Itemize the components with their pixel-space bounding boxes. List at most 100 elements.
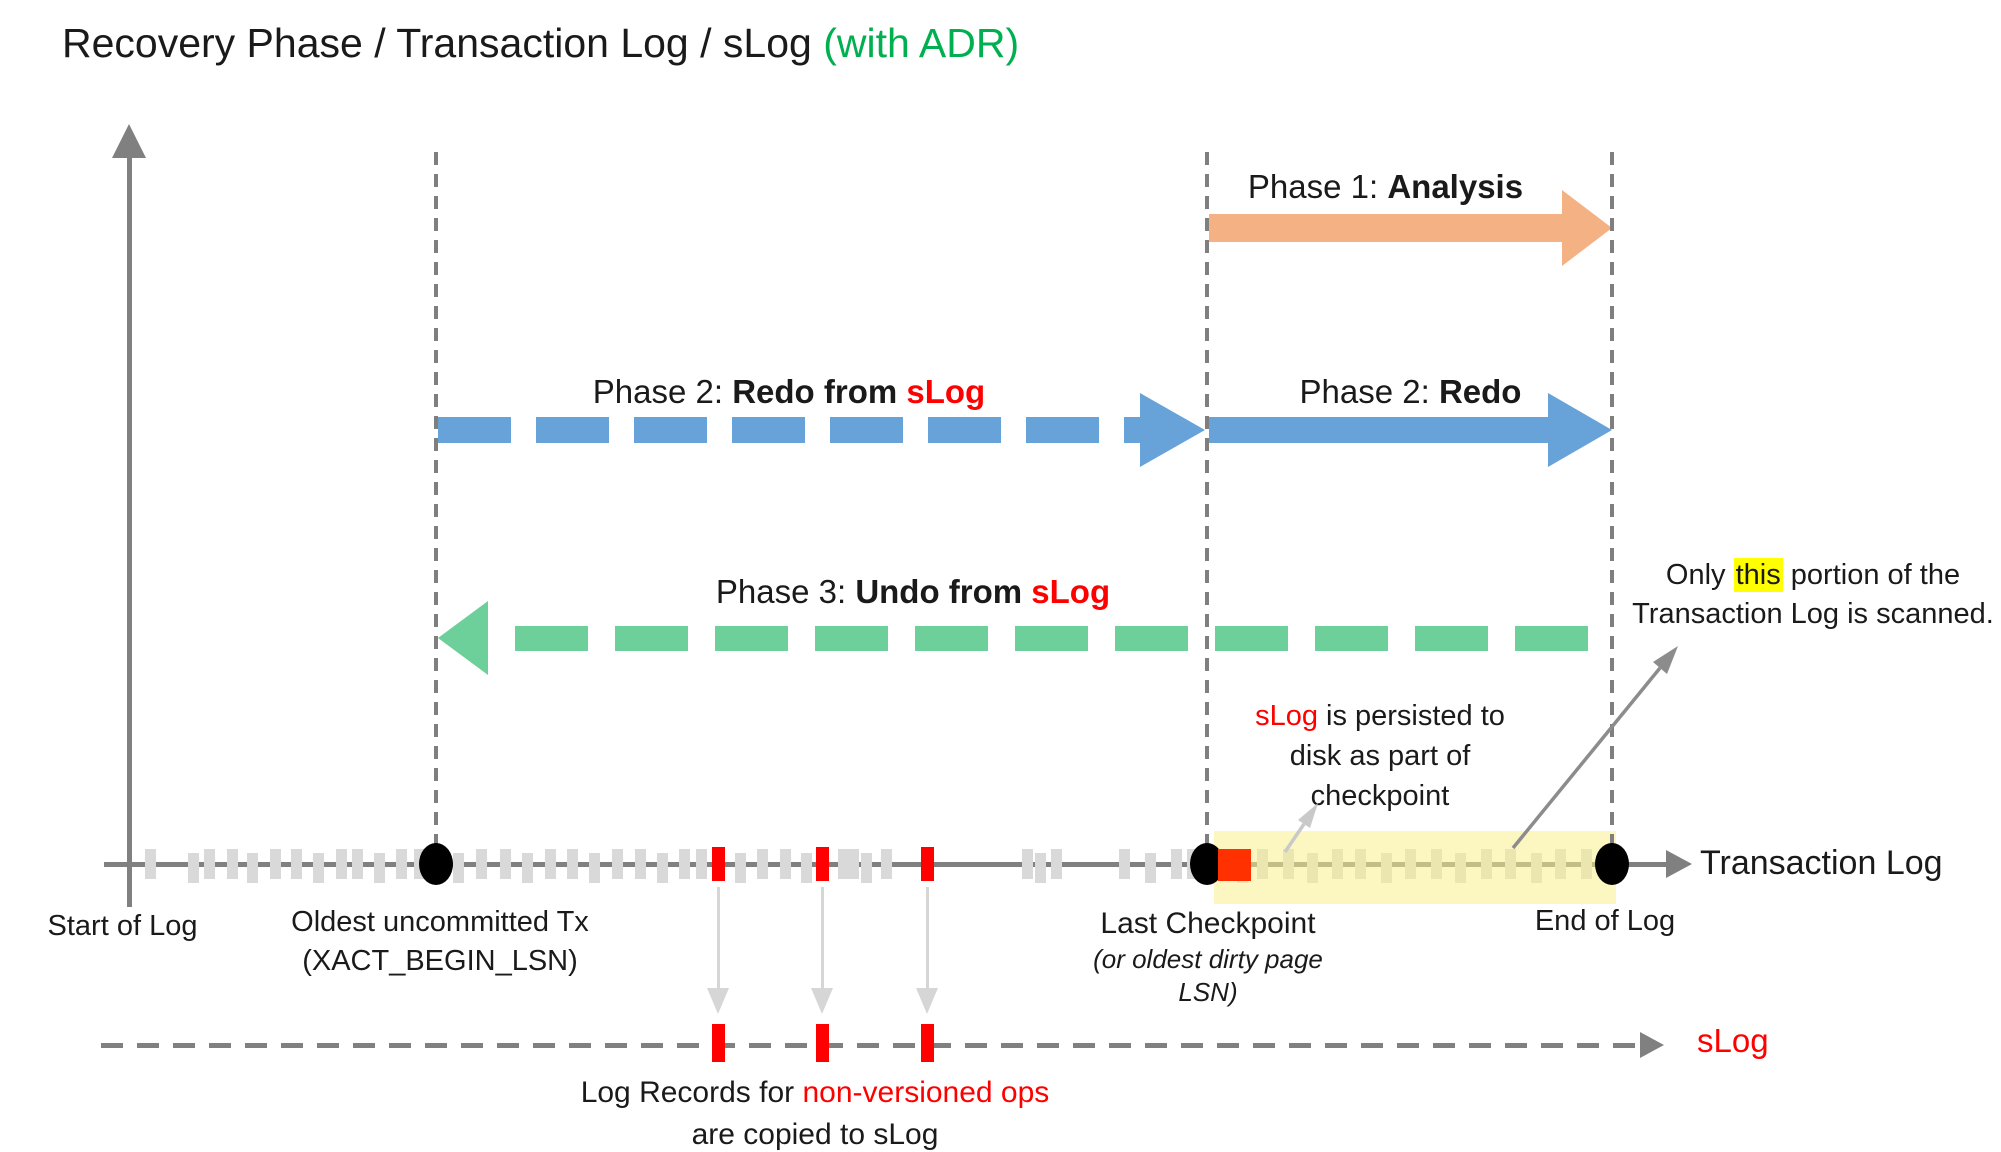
phase2-name: Redo — [1438, 373, 1522, 410]
log-record-tick — [635, 849, 646, 879]
note-scanned-line1: Only this portion of the — [1625, 556, 2001, 595]
phase2-redo-from-slog-arrow — [438, 417, 1140, 443]
log-record-tick — [291, 849, 302, 879]
phase3-target: sLog — [1031, 573, 1111, 610]
log-record-tick — [657, 853, 668, 883]
note-persist-line1: sLog is persisted to — [1235, 696, 1525, 736]
phase1-label: Phase 1: Analysis — [1209, 168, 1562, 206]
log-record-tick — [545, 849, 556, 879]
caption-line1: Log Records for non-versioned ops — [520, 1072, 1110, 1114]
log-record-tick — [396, 849, 407, 879]
title-adr-suffix: (with ADR) — [823, 20, 1020, 66]
label-oldest-uncommitted-tx: Oldest uncommitted Tx (XACT_BEGIN_LSN) — [240, 903, 640, 981]
copy-to-slog-arrow-line — [926, 887, 929, 988]
dot-end-of-log — [1595, 843, 1629, 885]
note-persist-rest: is persisted to — [1317, 700, 1505, 732]
note-scanned-line2: Transaction Log is scanned. — [1632, 598, 1994, 630]
log-record-tick — [522, 853, 533, 883]
label-last-checkpoint-sub2: LSN) — [1178, 977, 1238, 1007]
caption-line2: are copied to sLog — [691, 1118, 939, 1151]
log-record-tick — [453, 853, 464, 883]
caption-log-records: Log Records for non-versioned ops are co… — [520, 1072, 1110, 1152]
log-record-tick — [838, 849, 849, 879]
phase2-slog-prefix: Phase 2: — [592, 373, 733, 410]
log-record-tick — [881, 849, 892, 879]
phase1-analysis-arrow — [1209, 214, 1562, 242]
log-record-tick — [589, 853, 600, 883]
log-record-tick — [1035, 853, 1046, 883]
log-record-tick — [313, 853, 324, 883]
log-record-tick — [500, 849, 511, 879]
log-record-tick — [227, 849, 238, 879]
slog-arrowhead-icon — [1640, 1032, 1664, 1058]
arrow-to-scanned-note-head-icon — [1653, 646, 1678, 674]
phase3-undo-from-slog-arrow — [488, 626, 1612, 651]
checkpoint-slog-record-marker — [1218, 849, 1251, 881]
note-persist-line3: checkpoint — [1310, 780, 1450, 812]
phase3-label: Phase 3: Undo from sLog — [438, 573, 1388, 611]
log-record-tick — [567, 849, 578, 879]
log-record-tick — [861, 853, 872, 883]
phase2-prefix: Phase 2: — [1299, 373, 1439, 410]
title-main: Recovery Phase / Transaction Log / sLog — [62, 20, 824, 66]
copy-to-slog-arrowhead-icon — [811, 988, 833, 1014]
log-record-tick — [204, 849, 215, 879]
phase2-slog-action: Redo from — [732, 373, 907, 410]
log-record-tick — [780, 849, 791, 879]
log-record-tick — [848, 849, 859, 879]
label-end-of-log: End of Log — [1534, 905, 1676, 937]
label-oldest-tx-line1: Oldest uncommitted Tx — [291, 906, 589, 938]
transaction-log-arrowhead-icon — [1666, 850, 1692, 878]
phase2-slog-label: Phase 2: Redo from sLog — [438, 373, 1140, 411]
log-record-tick — [270, 849, 281, 879]
phase3-undo-arrowhead-icon — [438, 601, 488, 675]
log-record-tick — [1051, 849, 1062, 879]
log-record-tick — [757, 849, 768, 879]
page-title: Recovery Phase / Transaction Log / sLog … — [62, 20, 1019, 67]
arrow-to-scanned-note-line — [1511, 666, 1662, 850]
copy-to-slog-arrowhead-icon — [916, 988, 938, 1014]
log-record-tick — [612, 849, 623, 879]
scanned-portion-highlight — [1214, 831, 1616, 904]
copy-to-slog-arrowhead-icon — [707, 988, 729, 1014]
note-scanned-portion: Only this portion of the Transaction Log… — [1625, 556, 2001, 634]
phase2-redo-arrow — [1209, 417, 1548, 443]
note-persist-line2: disk as part of — [1289, 740, 1471, 772]
phase3-prefix: Phase 3: — [715, 573, 856, 610]
non-versioned-op-tick — [921, 847, 934, 881]
slog-line — [101, 1043, 1640, 1048]
note-scanned-post: portion of the — [1782, 559, 1961, 591]
phase1-name: Analysis — [1387, 168, 1524, 205]
y-axis-arrowhead-icon — [112, 124, 146, 158]
log-record-tick — [247, 853, 258, 883]
log-record-tick — [374, 853, 385, 883]
slog-record-tick — [921, 1024, 934, 1062]
note-scanned-pre: Only — [1665, 559, 1734, 591]
copy-to-slog-arrow-line — [821, 887, 824, 988]
phase2-slog-target: sLog — [906, 373, 986, 410]
caption-line1-black: Log Records for — [580, 1076, 803, 1109]
log-record-tick — [1022, 849, 1033, 879]
phase2-redo-arrowhead-icon — [1548, 393, 1612, 467]
y-axis — [127, 158, 132, 907]
label-last-checkpoint: Last Checkpoint (or oldest dirty page LS… — [1050, 905, 1366, 1009]
note-persist-slog-word: sLog — [1255, 700, 1318, 732]
log-record-tick — [735, 853, 746, 883]
label-oldest-tx-line2: (XACT_BEGIN_LSN) — [302, 945, 578, 977]
label-transaction-log: Transaction Log — [1700, 844, 1943, 882]
log-record-tick — [336, 849, 347, 879]
slog-record-tick — [816, 1024, 829, 1062]
log-record-tick — [696, 849, 707, 879]
log-record-tick — [1145, 853, 1156, 883]
phase1-arrowhead-icon — [1562, 190, 1612, 266]
guide-oldest-uncommitted-tx — [434, 152, 438, 864]
guide-last-checkpoint — [1205, 152, 1209, 864]
log-record-tick — [679, 849, 690, 879]
label-last-checkpoint-sub1: (or oldest dirty page — [1093, 944, 1323, 974]
log-record-tick — [1171, 849, 1182, 879]
dot-oldest-uncommitted-tx — [419, 843, 453, 885]
log-record-tick — [352, 849, 363, 879]
phase2-redo-from-slog-arrowhead-icon — [1140, 393, 1205, 467]
copy-to-slog-arrow-line — [717, 887, 720, 988]
